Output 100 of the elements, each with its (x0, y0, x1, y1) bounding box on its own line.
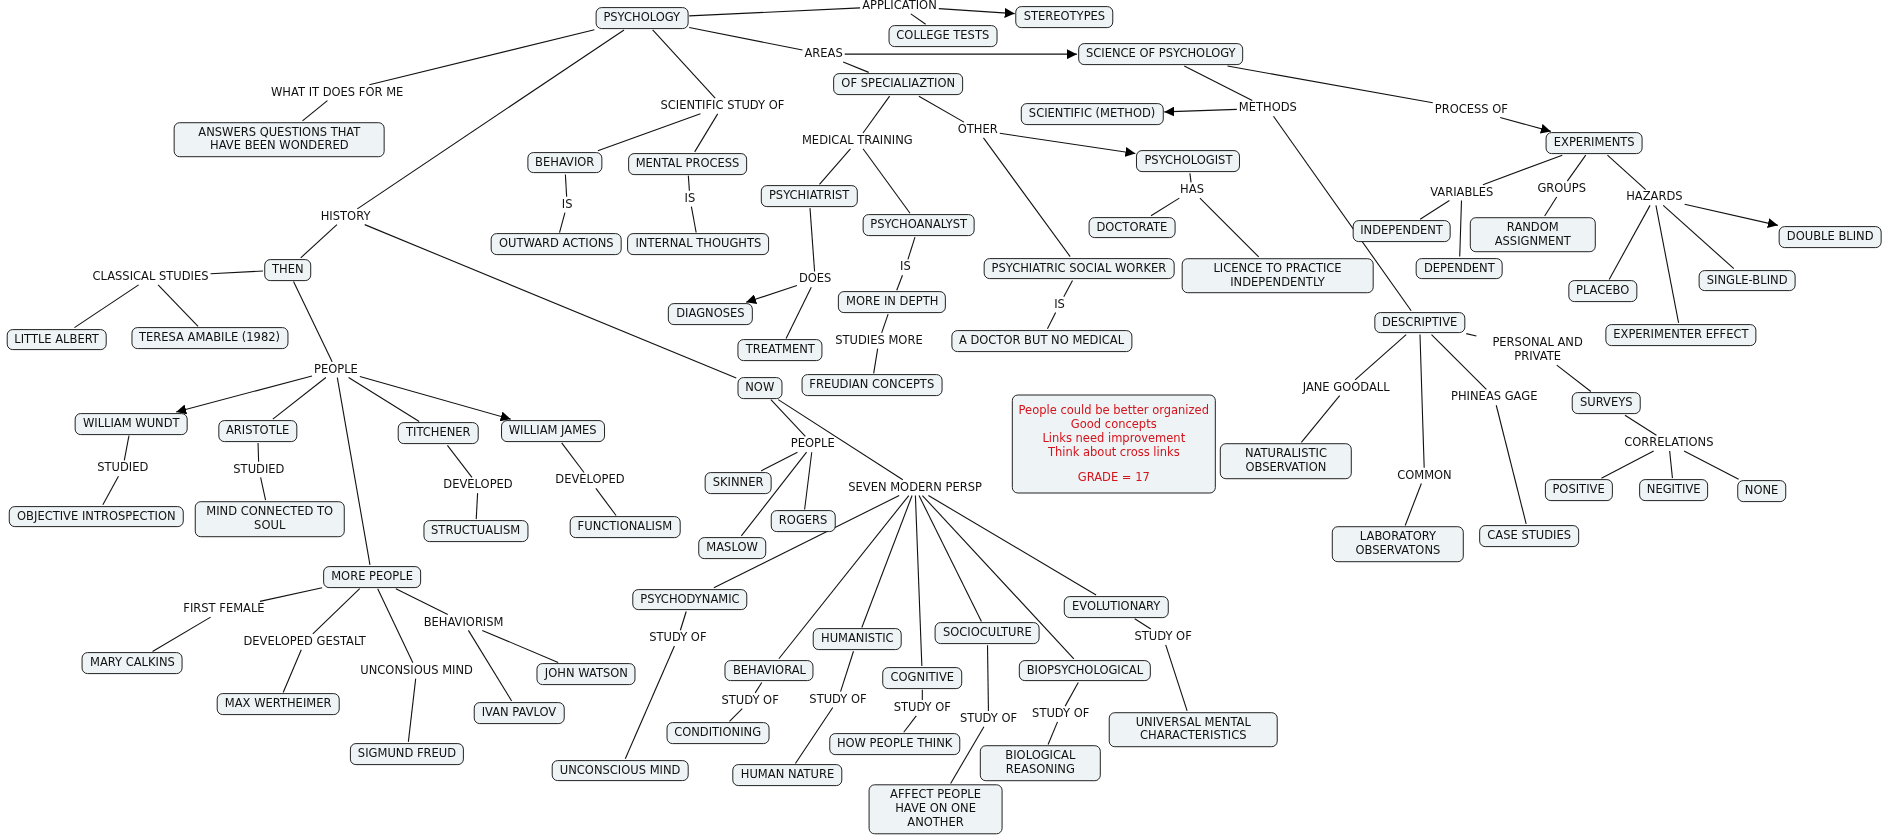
connector-line (282, 649, 302, 694)
connector-line (918, 95, 965, 123)
concept-box: ANSWERS QUESTIONS THAT HAVE BEEN WONDERED (174, 121, 385, 158)
concept-box: PSYCHIATRIST (760, 185, 858, 208)
concept-box: HOW PEOPLE THINK (828, 733, 961, 755)
concept-box: MORE IN DEPTH (838, 291, 947, 314)
connector-line (157, 284, 199, 327)
connector-line (1183, 65, 1253, 101)
connector-line (881, 313, 889, 334)
connector-line (1189, 172, 1192, 183)
linking-phrase: SEVEN MODERN PERSP (847, 480, 983, 495)
concept-box: SURVEYS (1571, 392, 1641, 415)
concept-box: UNIVERSAL MENTAL CHARACTERISTICS (1108, 711, 1278, 748)
linking-phrase: STUDY OF (958, 711, 1019, 726)
arrow (175, 375, 313, 415)
linking-phrase: STUDIED (232, 462, 286, 477)
arrow (1684, 203, 1779, 229)
connector-line (740, 451, 808, 537)
linking-phrase: VARIABLES (1429, 185, 1495, 200)
concept-box: PLACEBO (1567, 280, 1638, 303)
concept-box: NATURALISTIC OBSERVATION (1219, 443, 1353, 479)
concept-box: TREATMENT (737, 339, 823, 362)
concept-box: OUTWARD ACTIONS (490, 233, 622, 256)
concept-box: UNCONSCIOUS MIND (551, 759, 689, 782)
connector-line (364, 224, 737, 379)
connector-line (348, 377, 420, 423)
connector-line (1465, 333, 1477, 337)
connector-line (907, 236, 916, 260)
linking-phrase: PHINEAS GAGE (1450, 390, 1539, 405)
linking-phrase: IS (1053, 297, 1066, 312)
linking-phrase: DEVELOPED GESTALT (242, 634, 367, 649)
connector-line (950, 726, 985, 784)
connector-line (467, 629, 513, 702)
linking-phrase: STUDY OF (1031, 707, 1091, 721)
concept-box: LABORATORY OBSERVATONS (1331, 526, 1465, 563)
linking-phrase: SCIENTIFIC STUDY OF (659, 99, 786, 113)
connector-line (377, 588, 414, 664)
concept-box: IVAN PAVLOV (473, 701, 565, 724)
concept-box: MENTAL PROCESS (627, 152, 748, 175)
connector-line (794, 706, 834, 765)
arrow (938, 7, 1016, 18)
concept-box: JOHN WATSON (536, 663, 636, 686)
comment-text: Think about cross links (1046, 445, 1180, 459)
concept-box: TITCHENER (398, 422, 479, 445)
connector-line (728, 708, 743, 722)
concept-box: BIOLOGICAL REASONING (980, 745, 1101, 782)
connector-line (840, 650, 855, 693)
connector-line (1419, 334, 1425, 469)
concept-box: NOW (737, 376, 783, 399)
concept-box: SCIENTIFIC (METHOD) (1020, 103, 1164, 126)
concept-box: A DOCTOR BUT NO MEDICAL (950, 329, 1133, 352)
connector-line (862, 148, 911, 214)
connector-line (1404, 482, 1422, 526)
linking-phrase: STUDIED (96, 461, 150, 476)
connector-line (292, 281, 333, 363)
connector-line (1430, 334, 1487, 390)
concept-box: ROGERS (770, 510, 836, 533)
connector-line (446, 444, 473, 478)
connector-line (809, 207, 816, 272)
concept-box: EXPERIMENTER EFFECT (1605, 323, 1757, 346)
concept-box: BEHAVIOR (527, 151, 603, 174)
linking-phrase: IS (683, 191, 697, 206)
concept-box: POSITIVE (1544, 479, 1613, 501)
connector-line (475, 492, 479, 520)
connector-line (713, 495, 900, 589)
concept-box: DEPENDENT (1416, 257, 1503, 280)
connector-line (597, 113, 701, 152)
linking-phrase: MEDICAL TRAINING (800, 134, 914, 148)
concept-box: COGNITIVE (882, 667, 963, 689)
connector-line (777, 399, 904, 481)
connector-line (986, 644, 989, 712)
connector-line (778, 495, 910, 660)
connector-line (1608, 204, 1651, 281)
comment-text: People could be better organized (1018, 403, 1209, 418)
connector-line (910, 13, 927, 25)
connector-line (558, 212, 566, 234)
connector-line (259, 587, 323, 602)
concept-box: INDEPENDENT (1352, 220, 1451, 243)
concept-box: HUMANISTIC (813, 628, 902, 651)
connector-line (921, 495, 1075, 660)
connector-line (1606, 154, 1647, 191)
comment-box (1011, 394, 1216, 494)
connector-line (754, 682, 763, 694)
connector-line (1662, 204, 1735, 270)
linking-phrase: STUDY OF (808, 692, 868, 707)
connector-line (1199, 197, 1260, 258)
linking-phrase: AREAS (803, 47, 844, 62)
linking-phrase: DEVELOPED (442, 478, 514, 493)
connector-line (804, 451, 813, 510)
connector-line (927, 495, 1097, 596)
concept-box: OF SPECIALIAZTION (833, 73, 964, 96)
concept-box: BIOPSYCHOLOGICAL (1018, 659, 1152, 682)
concept-box: PSYCHIATRIC SOCIAL WORKER (983, 257, 1175, 280)
connector-line (861, 495, 913, 628)
concept-box: DOUBLE BLIND (1778, 226, 1882, 249)
connector-line (152, 616, 212, 653)
linking-phrase: METHODS (1237, 101, 1298, 116)
concept-box: SKINNER (704, 471, 772, 494)
connector-line (1419, 200, 1450, 220)
connector-line (688, 7, 861, 17)
